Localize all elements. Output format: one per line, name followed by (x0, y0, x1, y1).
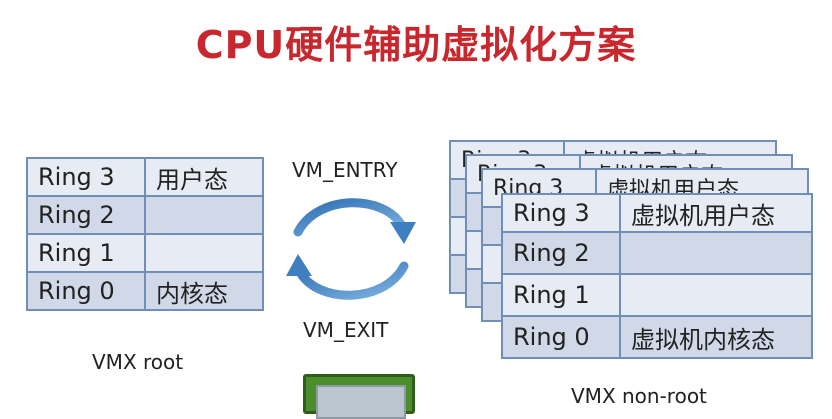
mode-label: 虚拟机用户态 (619, 193, 813, 233)
table-row: Ring 3 虚拟机用户态 (501, 193, 813, 233)
vm-entry-label: VM_ENTRY (292, 158, 398, 182)
ring-label: Ring 0 (26, 271, 146, 311)
ring-label: Ring 3 (501, 193, 621, 233)
mode-label (619, 231, 813, 275)
chip-core (316, 385, 406, 419)
mode-label: 用户态 (144, 157, 264, 197)
table-row: Ring 2 (26, 195, 264, 235)
vmx-root-table: Ring 3 用户态 Ring 2 Ring 1 Ring 0 内核态 (26, 157, 264, 311)
ring-label: Ring 0 (501, 315, 621, 359)
cpu-chip-icon (303, 374, 415, 419)
table-row: Ring 1 (501, 273, 813, 317)
table-row: Ring 0 虚拟机内核态 (501, 315, 813, 359)
cycle-arrows-icon (286, 198, 416, 300)
mode-label (144, 233, 264, 273)
table-row: Ring 3 用户态 (26, 157, 264, 197)
ring-label: Ring 1 (501, 273, 621, 317)
slide-title: CPU硬件辅助虚拟化方案 (195, 23, 637, 67)
mode-label: 虚拟机内核态 (619, 315, 813, 359)
ring-label: Ring 1 (26, 233, 146, 273)
mode-label (619, 273, 813, 317)
vmx-non-root-table: Ring 3 虚拟机用户态 Ring 2 Ring 1 Ring 0 虚拟机内核… (501, 193, 813, 359)
mode-label: 内核态 (144, 271, 264, 311)
table-row: Ring 1 (26, 233, 264, 273)
ring-label: Ring 3 (26, 157, 146, 197)
table-row: Ring 2 (501, 231, 813, 275)
vmx-non-root-caption: VMX non-root (571, 384, 707, 408)
table-row: Ring 0 内核态 (26, 271, 264, 311)
ring-label: Ring 2 (26, 195, 146, 235)
vm-exit-label: VM_EXIT (303, 318, 389, 342)
mode-label (144, 195, 264, 235)
vmx-root-caption: VMX root (92, 350, 184, 374)
ring-label: Ring 2 (501, 231, 621, 275)
